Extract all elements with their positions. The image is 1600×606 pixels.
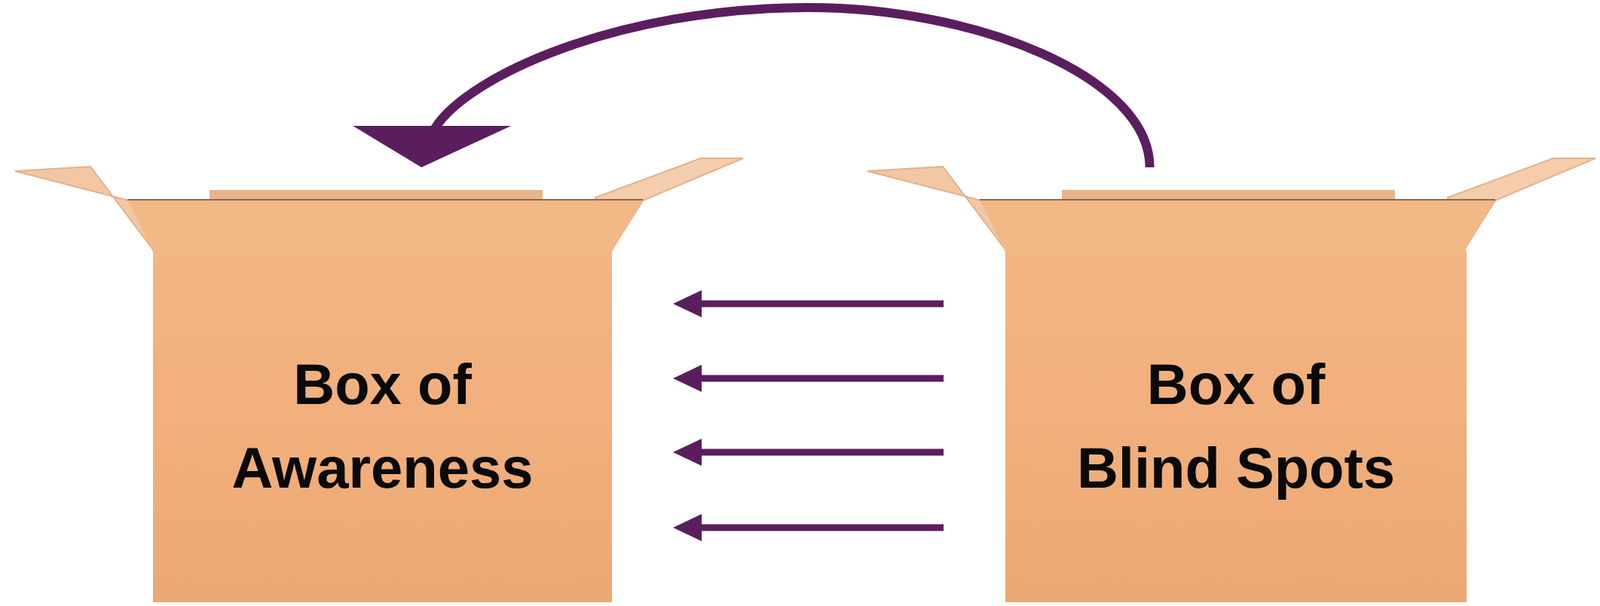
cardboard-box-left <box>15 158 744 252</box>
arrow-line <box>695 374 944 382</box>
box-label: Box of Blind Spots <box>1073 342 1399 509</box>
arrow-line <box>695 523 944 531</box>
arrow-connector <box>673 513 944 542</box>
arrow-connector <box>673 290 944 318</box>
arrow-head <box>673 290 702 318</box>
box-rim <box>1061 189 1396 201</box>
curved-arrow-line <box>434 7 1150 168</box>
box-top-flap <box>979 198 1496 252</box>
arrow-connector <box>673 364 944 392</box>
arrow-line <box>695 299 944 307</box>
arrow-line <box>695 449 944 456</box>
arrow-head <box>673 513 702 542</box>
cardboard-box-right <box>867 158 1596 252</box>
arrow-head <box>673 438 702 466</box>
box-label: Box of Awareness <box>220 342 545 509</box>
box-front: Box of Awareness <box>152 250 612 603</box>
arrow-head <box>352 125 511 168</box>
arrow-connector <box>352 7 1150 168</box>
box-front: Box of Blind Spots <box>1005 250 1467 603</box>
arrow-head <box>673 364 702 392</box>
box-edge <box>979 198 1496 201</box>
box-rim <box>209 189 543 201</box>
box-edge <box>127 198 643 201</box>
arrow-connector <box>673 438 944 466</box>
box-top-flap <box>127 198 643 252</box>
